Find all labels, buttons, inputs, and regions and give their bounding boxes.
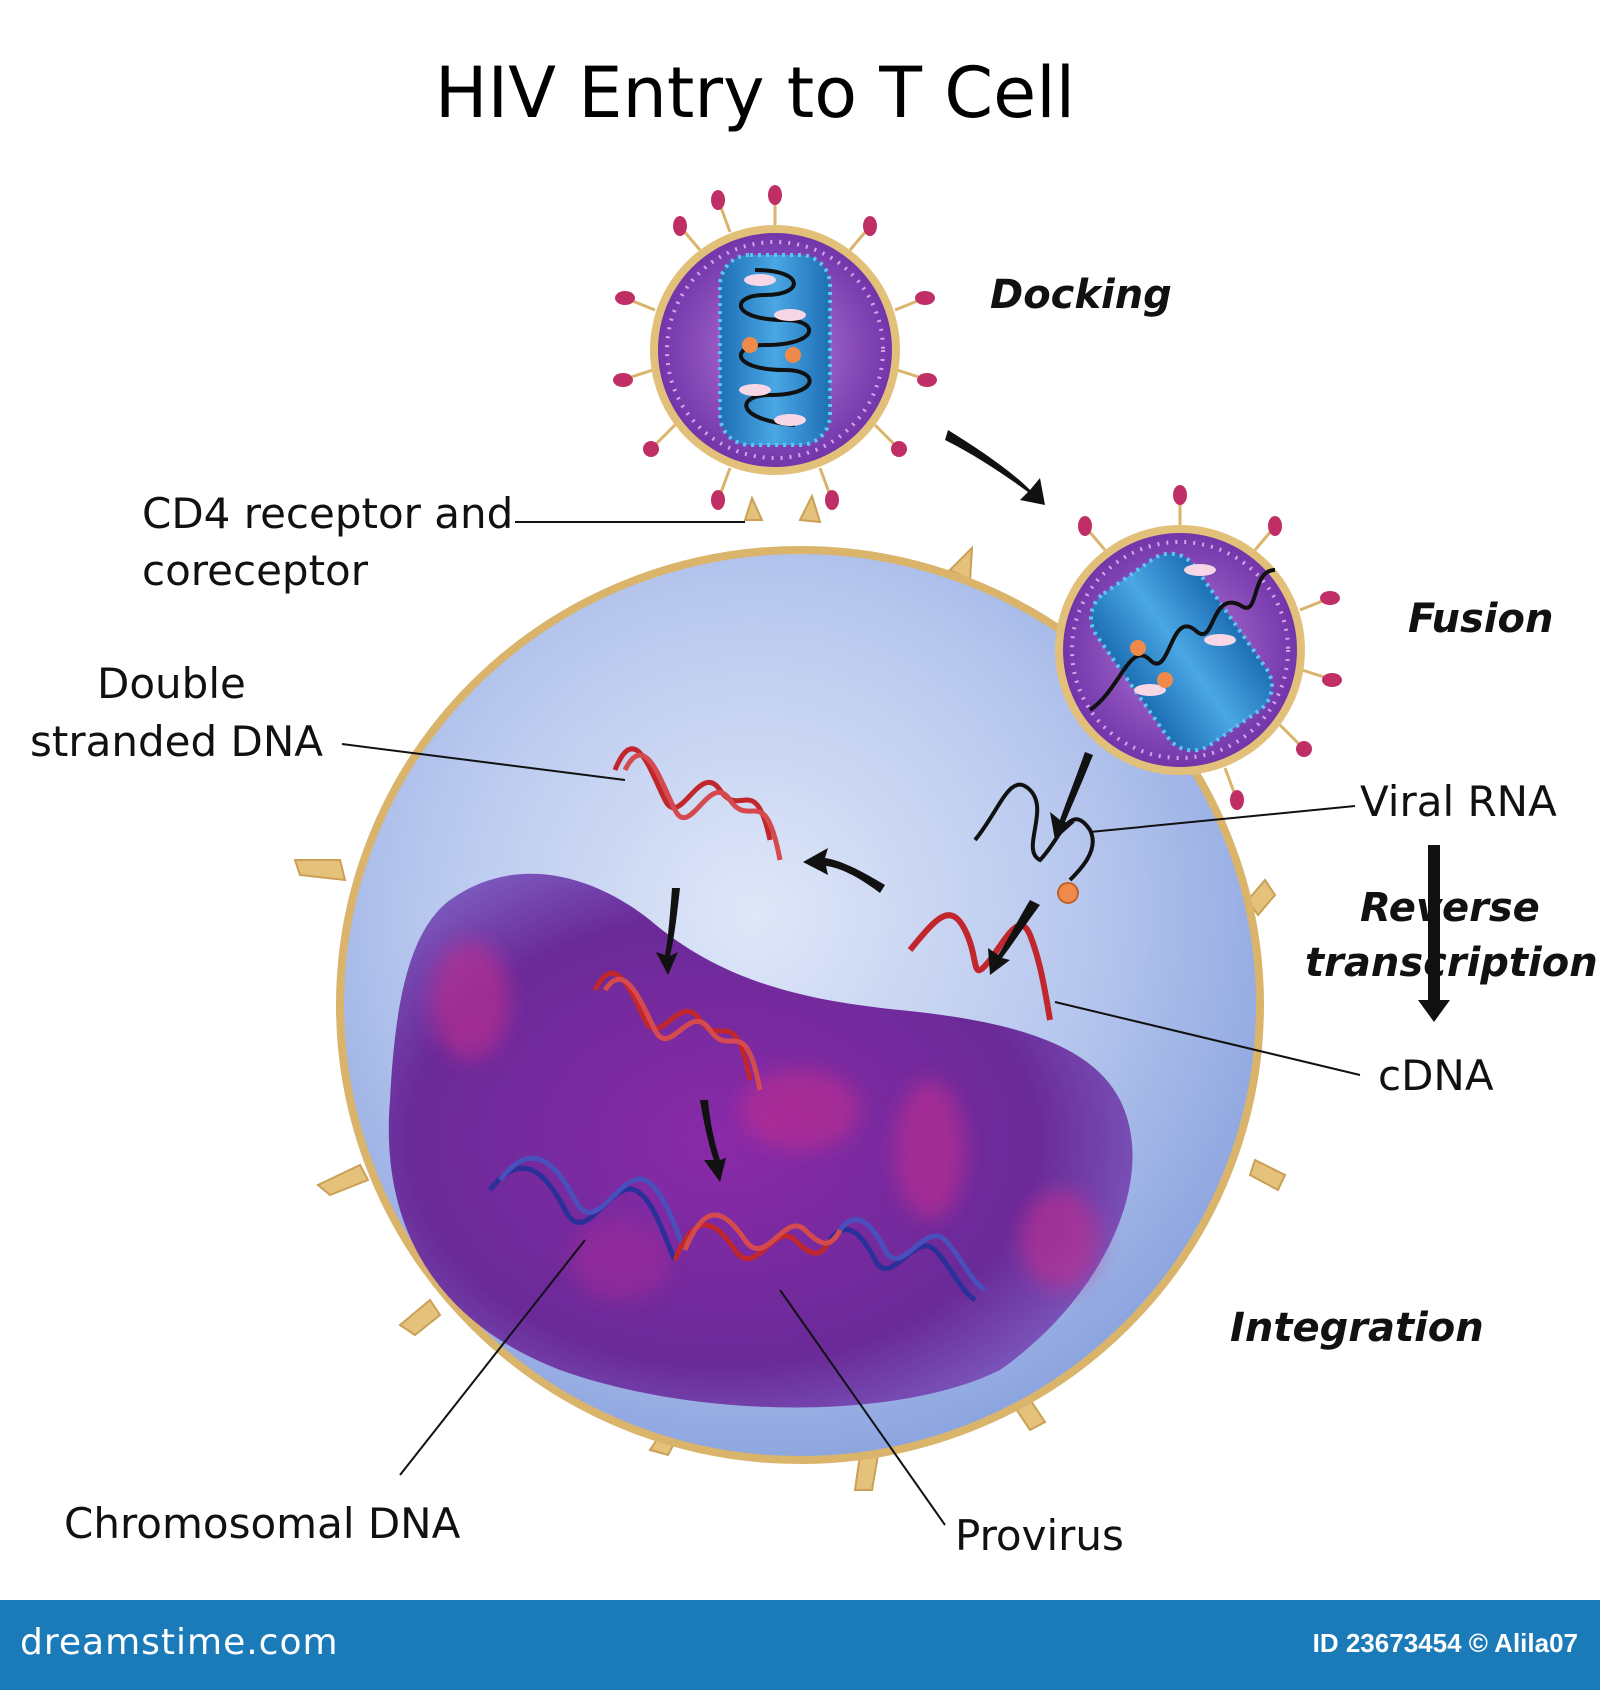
t-cell bbox=[293, 493, 1287, 1491]
step-integration: Integration bbox=[1230, 1305, 1484, 1351]
hiv-virion-fusion bbox=[1055, 485, 1342, 810]
step-reverse-line2: transcription bbox=[1305, 940, 1598, 986]
leader-provirus bbox=[779, 1289, 946, 1526]
label-viral-rna: Viral RNA bbox=[1360, 777, 1557, 826]
reverse-transcriptase bbox=[1057, 882, 1079, 904]
page-title: HIV Entry to T Cell bbox=[434, 52, 1076, 134]
leader-cdna bbox=[1054, 1001, 1361, 1076]
double-stranded-dna bbox=[612, 746, 783, 861]
nucleus-texture bbox=[430, 940, 1100, 1300]
leader-chromosomal-dna bbox=[399, 1239, 586, 1476]
label-cd4-line1: CD4 receptor and bbox=[142, 489, 514, 538]
label-dsdna-line1: Double bbox=[97, 659, 246, 708]
step-docking: Docking bbox=[990, 272, 1172, 318]
leader-lines bbox=[341, 521, 1361, 1526]
provirus-dna bbox=[672, 1212, 843, 1261]
leader-viral-rna bbox=[1089, 805, 1356, 833]
label-chromosomal-dna: Chromosomal DNA bbox=[64, 1499, 461, 1548]
arrow-into-cell bbox=[1050, 752, 1093, 840]
footer-image-id: ID 23673454 © Alila07 bbox=[1312, 1628, 1578, 1658]
arrow-to-nucleus bbox=[656, 888, 680, 975]
label-provirus: Provirus bbox=[955, 1511, 1124, 1560]
arrow-cdna-to-dsdna bbox=[803, 848, 885, 893]
chromosomal-dna bbox=[488, 1155, 987, 1303]
reverse-transcription-arrow bbox=[1418, 845, 1450, 1022]
viral-rna-strand bbox=[973, 782, 1095, 882]
leader-dsdna bbox=[341, 743, 626, 781]
spike-caps bbox=[613, 185, 937, 510]
footer-bar: dreamstime.com ID 23673454 © Alila07 bbox=[0, 1600, 1600, 1690]
arrow-rna-to-cdna bbox=[988, 900, 1040, 975]
arrow-to-integration bbox=[700, 1100, 726, 1182]
arrow-docking-to-fusion bbox=[945, 430, 1045, 505]
dna-entering-nucleus bbox=[592, 970, 763, 1091]
label-dsdna-line2: stranded DNA bbox=[30, 717, 323, 766]
step-arrows bbox=[656, 430, 1093, 1182]
step-reverse-line1: Reverse bbox=[1360, 885, 1540, 931]
envelope-spikes bbox=[627, 200, 923, 496]
label-cd4-line2: coreceptor bbox=[142, 546, 368, 595]
step-fusion: Fusion bbox=[1408, 596, 1554, 642]
hiv-virion-docking bbox=[613, 185, 937, 510]
footer-brand: dreamstime.com bbox=[20, 1622, 339, 1663]
label-cdna: cDNA bbox=[1378, 1051, 1494, 1100]
